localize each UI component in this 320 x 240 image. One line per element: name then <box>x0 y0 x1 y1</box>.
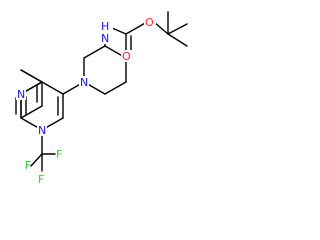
atom-f-1: F <box>25 159 31 172</box>
bond-c-oester <box>125 21 148 35</box>
label-mask-n3 <box>16 88 26 100</box>
atom-o-ester: O <box>145 16 154 29</box>
label-mask-ester-o <box>144 16 156 28</box>
atom-o-carbonyl: O <box>122 50 131 63</box>
atom-n-piperidine: N <box>80 76 88 89</box>
bond-c6-c5 <box>20 69 43 83</box>
atom-f-2: F <box>56 148 62 161</box>
atom-n-amide: N <box>101 32 109 45</box>
atom-labels: N N N H N O O F F F <box>16 16 156 186</box>
bond-pip-5 <box>104 81 127 95</box>
atom-n-pyrimidine-2: N <box>38 124 46 137</box>
atom-f-3: F <box>38 173 44 186</box>
bond-cf3-f1 <box>30 153 43 167</box>
atom-n-pyrimidine-1: N <box>17 88 25 101</box>
structure-canvas: N N N H N O O F F F <box>15 11 188 186</box>
bond-oester-ctbu <box>153 21 169 35</box>
bond-tbu-me2 <box>167 23 188 35</box>
bond-ring-a <box>41 81 64 95</box>
bond-tbu-me3 <box>167 33 188 47</box>
label-mask-pipn <box>79 76 89 88</box>
bond-n3-c2 <box>20 105 43 119</box>
atom-h-amide: H <box>101 20 109 33</box>
label-mask-carbonyl-o <box>121 50 133 62</box>
bond-pip-2 <box>83 45 106 59</box>
label-mask-n1 <box>37 124 47 136</box>
bond-nh-carbonyl <box>111 27 127 35</box>
label-mask-nh <box>100 20 113 44</box>
